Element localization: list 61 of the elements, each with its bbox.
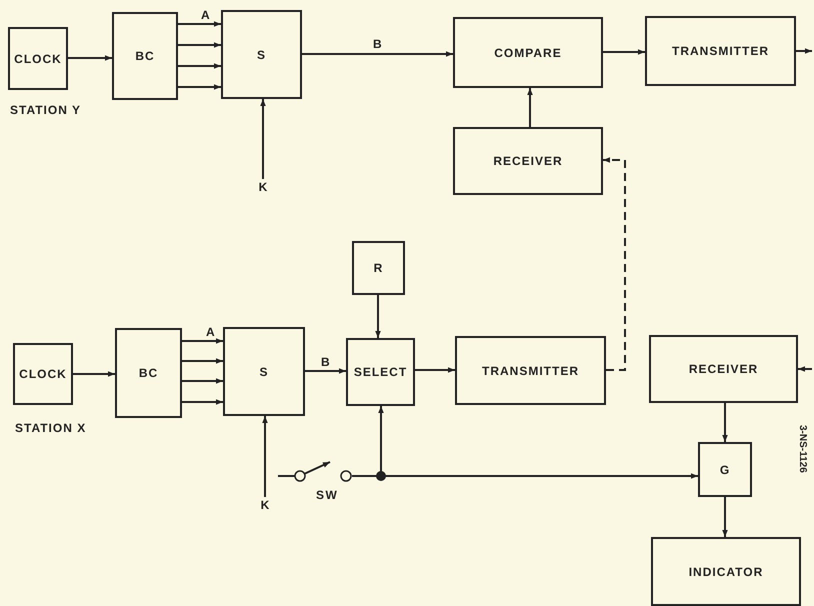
box-label: INDICATOR — [688, 564, 764, 578]
arrow — [182, 378, 223, 384]
box-label: RECEIVER — [688, 362, 758, 376]
arrow — [182, 338, 223, 344]
arrow — [722, 403, 728, 442]
process-box — [649, 335, 798, 403]
caption-label: SW — [316, 488, 338, 502]
process-box — [698, 442, 752, 497]
process-box — [352, 241, 405, 295]
arrow — [415, 367, 455, 373]
edge-label: A — [205, 326, 216, 338]
edge-label: B — [372, 38, 383, 50]
caption-label: STATION Y — [10, 103, 82, 117]
dashed-arrow — [603, 157, 626, 371]
box-label: G — [720, 462, 730, 476]
box-label: S — [256, 48, 266, 62]
process-box — [223, 327, 305, 416]
box-label: R — [374, 261, 384, 275]
arrow — [68, 55, 112, 61]
box-label: TRANSMITTER — [672, 44, 769, 58]
arrow — [182, 358, 223, 364]
arrow — [798, 366, 812, 372]
process-box — [645, 16, 796, 86]
process-box — [346, 338, 415, 406]
box-label: RECEIVER — [493, 154, 563, 168]
box-label: CLOCK — [19, 367, 67, 381]
box-label: COMPARE — [494, 46, 562, 60]
process-box — [112, 12, 178, 100]
process-box — [115, 328, 182, 418]
arrow — [262, 416, 268, 497]
arrow — [722, 497, 728, 537]
signal-label: K — [257, 497, 273, 513]
process-box — [453, 17, 603, 88]
arrow — [527, 88, 533, 127]
arrow — [178, 63, 221, 69]
arrow — [302, 51, 453, 57]
process-box — [455, 336, 606, 405]
arrow — [73, 371, 115, 377]
arrow — [796, 48, 812, 54]
signal-label: K — [255, 179, 271, 195]
box-label: BC — [138, 366, 158, 380]
figure-number: 3-NS-1126 — [797, 425, 808, 473]
box-label: SELECT — [354, 365, 408, 379]
arrow — [375, 295, 381, 338]
arrow — [182, 399, 223, 405]
box-label: TRANSMITTER — [482, 364, 579, 378]
arrow — [260, 99, 266, 179]
arrow — [178, 84, 221, 90]
arrow — [603, 49, 645, 55]
edge-label: A — [200, 9, 211, 21]
box-label: CLOCK — [14, 52, 62, 66]
process-box — [651, 537, 801, 606]
arrow — [178, 21, 221, 27]
arrow — [305, 368, 346, 374]
process-box — [453, 127, 603, 195]
arrow — [178, 42, 221, 48]
box-label: BC — [135, 49, 155, 63]
box-label: S — [259, 364, 268, 378]
caption-label: STATION X — [15, 421, 86, 435]
edge-label: B — [320, 356, 331, 368]
process-box — [221, 10, 302, 99]
